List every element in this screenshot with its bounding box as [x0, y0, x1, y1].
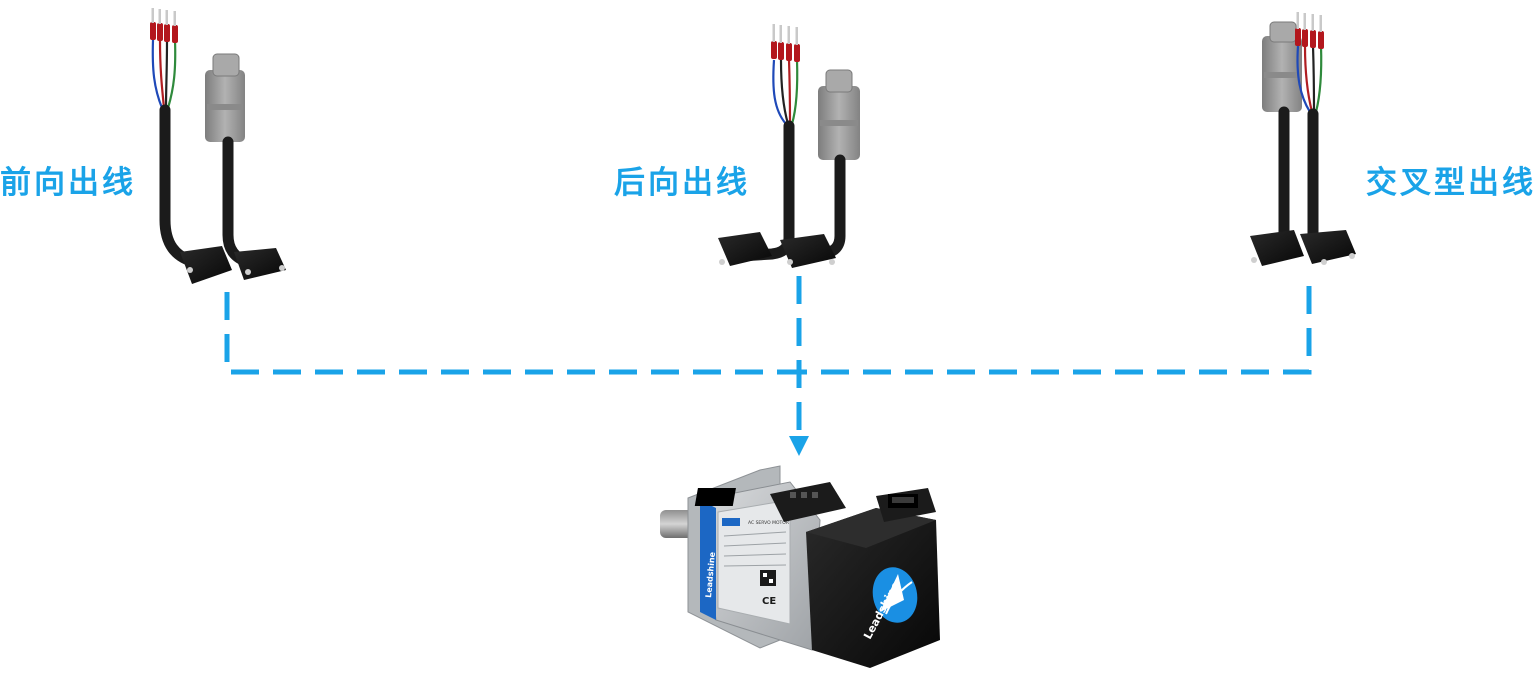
cable-set-front [150, 8, 286, 284]
wire-bundle [1296, 45, 1323, 113]
wire-bundle [772, 59, 799, 125]
motor-plugs [1250, 230, 1356, 266]
motor-plugs [718, 232, 836, 268]
cable-set-cross [1250, 12, 1356, 266]
dashed-line-cross [800, 286, 1312, 375]
motor-encoder-socket [876, 488, 936, 522]
servo-motor: Leadshine AC SERVO MOTOR CE [660, 465, 940, 668]
wire-bundle [151, 39, 177, 109]
ce-mark: CE [762, 596, 776, 607]
encoder-connector [1262, 21, 1302, 112]
wire-terminals [1295, 12, 1324, 49]
wire-terminals [771, 24, 800, 62]
label-front-outlet: 前向出线 [0, 165, 136, 201]
label-rear-outlet: 后向出线 [614, 165, 750, 201]
leadshine-logo-icon [872, 567, 918, 623]
dashed-line-front [224, 292, 800, 375]
motor-badge: AC SERVO MOTOR [748, 520, 789, 526]
motor-power-socket [694, 482, 846, 522]
encoder-connector [818, 69, 860, 160]
wire-terminals [150, 8, 178, 43]
cable-set-rear [718, 24, 860, 268]
label-cross-outlet: 交叉型出线 [1366, 165, 1536, 201]
arrow-down-icon [789, 436, 809, 456]
dashed-connectors [224, 276, 1312, 436]
motor-nameplate: AC SERVO MOTOR CE [717, 499, 791, 625]
motor-brand-vertical: Leadshine [704, 551, 717, 598]
motor-plugs [180, 246, 286, 284]
encoder-connector [205, 53, 245, 142]
